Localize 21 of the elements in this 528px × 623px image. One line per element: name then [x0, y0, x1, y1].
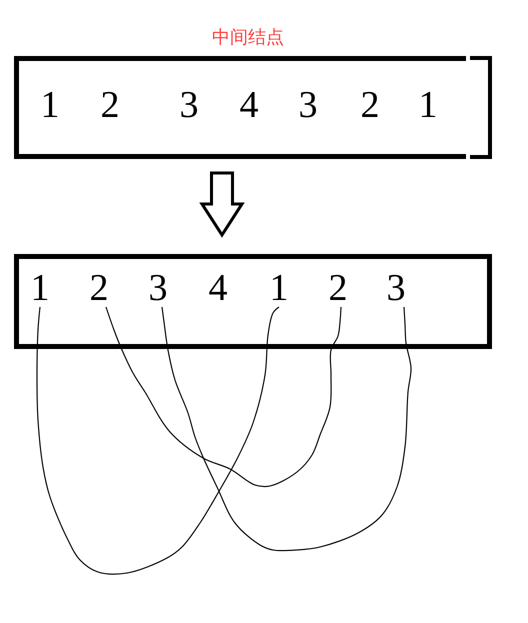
digit: 2: [360, 86, 380, 124]
curved-line: [36, 306, 280, 575]
digit: 2: [90, 269, 108, 307]
number-box: [14, 56, 466, 159]
digit: 1: [30, 269, 50, 307]
digit: 1: [40, 86, 60, 124]
digit: 1: [418, 86, 438, 124]
curved-line: [161, 306, 412, 552]
digit: 4: [208, 269, 228, 307]
digit: 1: [270, 269, 288, 307]
box-heading: 中间结点: [212, 27, 284, 49]
digit: 3: [148, 269, 168, 307]
digit: 3: [180, 86, 198, 124]
digit: 4: [240, 86, 258, 124]
curved-line: [105, 306, 342, 488]
hollow-arrow: [199, 172, 245, 238]
digit: 3: [298, 86, 318, 124]
digit: 2: [100, 86, 120, 124]
digit: 2: [328, 269, 348, 307]
digit: 3: [386, 269, 406, 307]
number-box: [14, 254, 492, 349]
